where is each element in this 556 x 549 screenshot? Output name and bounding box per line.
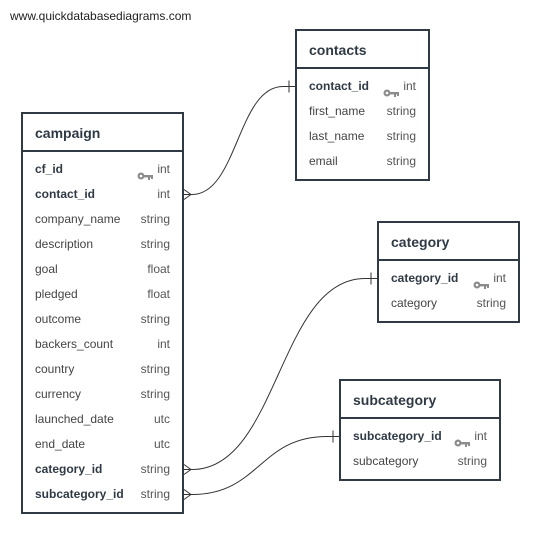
crow-foot-upper: [183, 489, 192, 495]
column-row-country[interactable]: country string: [23, 357, 182, 382]
column-type: int: [403, 79, 416, 93]
column-name: description: [35, 237, 94, 251]
column-name: currency: [35, 387, 82, 401]
column-list: subcategory_id int subcategory string: [341, 419, 499, 474]
table-category[interactable]: category category_id int category string: [377, 221, 520, 323]
primary-key-icon: [473, 274, 490, 289]
column-row-email[interactable]: email string: [297, 149, 428, 174]
column-type: float: [147, 262, 170, 276]
column-row-company-name[interactable]: company_name string: [23, 207, 182, 232]
crow-foot-lower: [183, 469, 192, 475]
column-type: string: [140, 237, 170, 251]
crow-foot-upper: [183, 464, 192, 470]
column-type: string: [140, 312, 170, 326]
column-type: int: [157, 162, 170, 176]
column-row-end-date[interactable]: end_date utc: [23, 432, 182, 457]
column-row-category[interactable]: category string: [379, 291, 518, 316]
column-type: string: [140, 462, 170, 476]
column-name: last_name: [309, 129, 365, 143]
column-type: string: [140, 212, 170, 226]
column-row-subcategory-id[interactable]: subcategory_id int: [341, 424, 499, 449]
column-type: string: [457, 454, 487, 468]
column-row-currency[interactable]: currency string: [23, 382, 182, 407]
column-row-last-name[interactable]: last_name string: [297, 124, 428, 149]
watermark[interactable]: www.quickdatabasediagrams.com: [10, 9, 192, 23]
column-name: category: [391, 296, 438, 310]
column-list: category_id int category string: [379, 261, 518, 316]
column-type: string: [140, 487, 170, 501]
column-name: launched_date: [35, 412, 114, 426]
column-name: outcome: [35, 312, 82, 326]
table-title: subcategory: [341, 381, 499, 419]
column-name: cf_id: [35, 162, 64, 176]
column-name: company_name: [35, 212, 121, 226]
column-type: float: [147, 287, 170, 301]
column-type: string: [140, 387, 170, 401]
column-name: pledged: [35, 287, 78, 301]
column-type: int: [157, 337, 170, 351]
column-name: subcategory_id: [353, 429, 442, 443]
column-row-goal[interactable]: goal float: [23, 257, 182, 282]
column-row-backers-count[interactable]: backers_count int: [23, 332, 182, 357]
column-row-category-id[interactable]: category_id string: [23, 457, 182, 482]
column-name: contact_id: [309, 79, 370, 93]
relationship-link-subcategory-id: [184, 436, 339, 495]
column-type: int: [157, 187, 170, 201]
column-row-contact-id[interactable]: contact_id int: [297, 74, 428, 99]
column-name: goal: [35, 262, 58, 276]
column-type: int: [493, 271, 506, 285]
column-row-category-id[interactable]: category_id int: [379, 266, 518, 291]
column-row-cf-id[interactable]: cf_id int: [23, 157, 182, 182]
column-name: backers_count: [35, 337, 114, 351]
crow-foot-upper: [183, 189, 192, 195]
column-type: string: [386, 104, 416, 118]
column-name: country: [35, 362, 75, 376]
column-type: int: [474, 429, 487, 443]
column-row-contact-id[interactable]: contact_id int: [23, 182, 182, 207]
table-title: contacts: [297, 31, 428, 69]
column-name: first_name: [309, 104, 366, 118]
table-title: campaign: [23, 114, 182, 152]
column-type: utc: [153, 437, 170, 451]
crow-foot-lower: [183, 494, 192, 500]
column-row-launched-date[interactable]: launched_date utc: [23, 407, 182, 432]
column-type: utc: [153, 412, 170, 426]
column-name: email: [309, 154, 338, 168]
column-row-pledged[interactable]: pledged float: [23, 282, 182, 307]
table-title: category: [379, 223, 518, 261]
crow-foot-lower: [183, 194, 192, 200]
relationship-link-contact-id: [184, 86, 295, 195]
column-name: subcategory_id: [35, 487, 124, 501]
column-row-first-name[interactable]: first_name string: [297, 99, 428, 124]
column-type: string: [140, 362, 170, 376]
column-name: category_id: [35, 462, 103, 476]
column-type: string: [476, 296, 506, 310]
column-name: end_date: [35, 437, 86, 451]
column-row-outcome[interactable]: outcome string: [23, 307, 182, 332]
column-row-subcategory[interactable]: subcategory string: [341, 449, 499, 474]
primary-key-icon: [454, 432, 471, 447]
primary-key-icon: [137, 165, 154, 180]
column-name: contact_id: [35, 187, 96, 201]
column-type: string: [386, 154, 416, 168]
column-row-description[interactable]: description string: [23, 232, 182, 257]
column-name: subcategory: [353, 454, 419, 468]
column-row-subcategory-id[interactable]: subcategory_id string: [23, 482, 182, 507]
relationship-link-category-id: [184, 278, 377, 470]
column-name: category_id: [391, 271, 459, 285]
column-type: string: [386, 129, 416, 143]
primary-key-icon: [383, 82, 400, 97]
